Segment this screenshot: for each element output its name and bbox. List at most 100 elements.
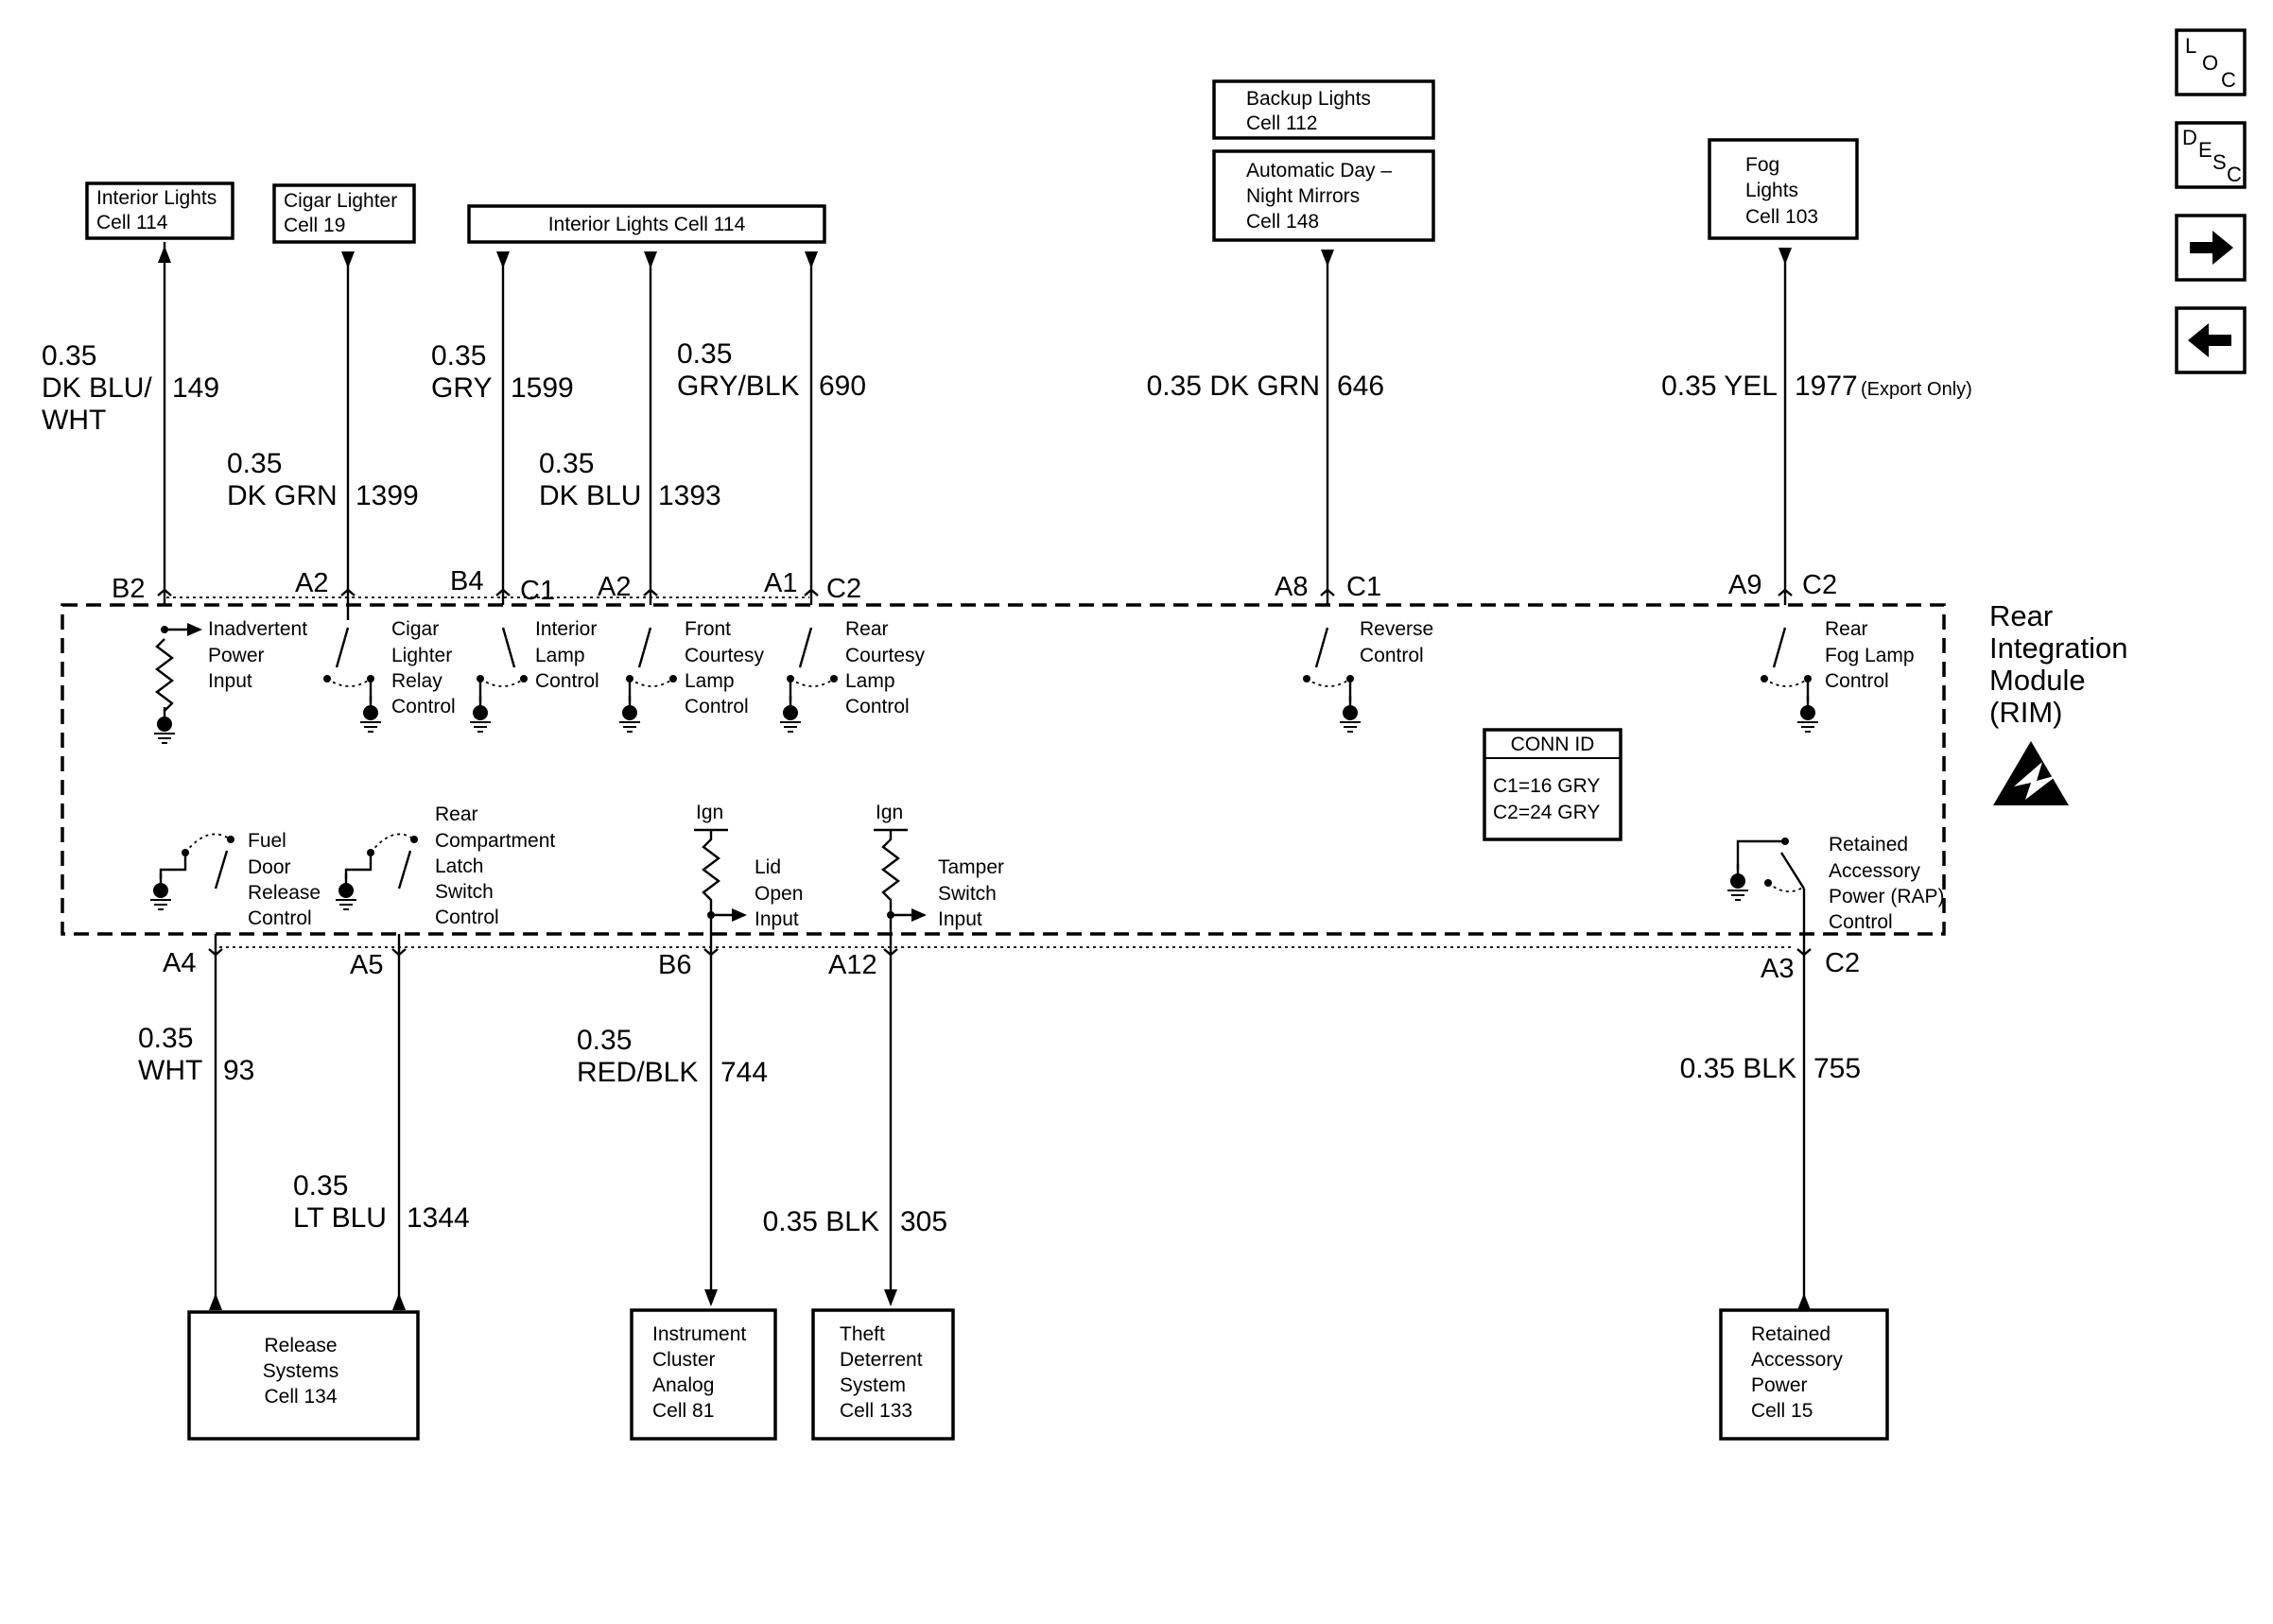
- function-label: Relay: [391, 670, 442, 692]
- pin-label: A2: [295, 568, 328, 598]
- wire-color: DK BLU/: [42, 372, 152, 404]
- conn-id-title: CONN ID: [1511, 734, 1595, 755]
- wire-color: WHT: [138, 1055, 202, 1086]
- box-line: Cigar Lighter: [284, 190, 397, 212]
- function-label: Cigar: [391, 618, 439, 640]
- pin-label: B6: [658, 950, 691, 980]
- wire-color: DK GRN: [227, 480, 338, 511]
- box-interior-lights-1: Interior Lights Cell 114: [85, 181, 234, 240]
- function-label: Release: [248, 882, 321, 904]
- pin-label: A8: [1275, 572, 1308, 602]
- wire-gauge: 0.35: [138, 1023, 193, 1054]
- wire-gauge: 0.35: [539, 448, 594, 479]
- function-label: Courtesy: [845, 645, 926, 666]
- next-button[interactable]: [2175, 214, 2247, 282]
- box-cigar-lighter: Cigar Lighter Cell 19: [272, 183, 416, 244]
- wire-gauge: 0.35: [42, 340, 96, 371]
- circuit-1977: 0.35 YEL 1977 (Export Only) A9 C2 Rear F…: [1661, 248, 1972, 734]
- box-line: Cell 19: [284, 215, 345, 236]
- box-line: Cell 134: [264, 1386, 337, 1408]
- conn-id-line: C1=16 GRY: [1493, 775, 1600, 797]
- connector-label: C2: [1825, 948, 1860, 978]
- circuit-646: 0.35 DK GRN 646 A8 C1 Reverse Control: [1147, 250, 1433, 734]
- wire-gauge: 0.35: [293, 1170, 348, 1201]
- function-label: Interior: [535, 618, 597, 640]
- desc-button[interactable]: D E S C: [2175, 121, 2247, 189]
- function-label: Rear: [845, 618, 889, 640]
- function-label: Door: [248, 856, 291, 878]
- wire-color: LT BLU: [293, 1202, 387, 1234]
- function-label: Fog Lamp: [1825, 645, 1915, 666]
- function-label: Lamp: [685, 670, 735, 692]
- circuit-note: (Export Only): [1861, 379, 1972, 400]
- wire-gauge: 0.35: [431, 340, 486, 371]
- circuit-93: 0.35 WHT 93 A4 Fuel Door Release Control: [138, 830, 321, 1310]
- box-line: Fog: [1745, 154, 1779, 176]
- pin-label: A4: [163, 948, 196, 978]
- box-instrument-cluster: Instrument Cluster Analog Cell 81: [630, 1308, 777, 1441]
- wire-color: RED/BLK: [577, 1057, 698, 1088]
- circuit-149: 0.35 DK BLU/ WHT 149 B2 Inadvertent Powe…: [42, 242, 307, 745]
- box-line: Power: [1751, 1374, 1808, 1396]
- module-name-line: (RIM): [1989, 696, 2062, 729]
- circuit-number: 1393: [658, 480, 721, 511]
- function-label: Open: [755, 883, 803, 905]
- function-label: Input: [208, 670, 252, 692]
- pin-label: B2: [112, 574, 145, 604]
- circuit-number: 1344: [407, 1202, 470, 1234]
- switch-contact: [335, 627, 350, 668]
- connector-label: C2: [1802, 570, 1837, 600]
- arrow-right-icon: [2190, 231, 2233, 265]
- switch-contact: [1779, 852, 1806, 890]
- module-name-line: Rear: [1989, 599, 2053, 632]
- wire-color: WHT: [42, 405, 106, 436]
- module-name-line: Module: [1989, 664, 2086, 697]
- circuit-1393: 0.35 DK BLU 1393 A2 Front Courtesy Lamp …: [539, 251, 765, 734]
- function-label: Inadvertent: [208, 618, 307, 640]
- circuit-number: 1977: [1795, 371, 1858, 402]
- function-label: Rear: [435, 803, 478, 825]
- function-label: Input: [938, 908, 982, 930]
- box-line: Cell 148: [1246, 211, 1319, 233]
- function-label: Control: [435, 907, 499, 928]
- wire-color: 0.35 YEL: [1661, 371, 1778, 402]
- box-line: Deterrent: [840, 1349, 923, 1371]
- conn-id-line: C2=24 GRY: [1493, 802, 1600, 823]
- box-line: Interior Lights: [96, 187, 217, 209]
- box-line: Systems: [263, 1360, 339, 1382]
- function-label: Retained: [1829, 834, 1908, 855]
- desc-glyph: E: [2198, 138, 2212, 162]
- function-label: Accessory: [1829, 860, 1920, 882]
- function-label: Control: [248, 907, 312, 929]
- circuit-number: 1599: [511, 372, 574, 404]
- wire-color: GRY: [431, 372, 492, 404]
- box-line: Cell 15: [1751, 1400, 1813, 1422]
- pin-label: A1: [764, 568, 797, 598]
- box-line: Cell 133: [840, 1400, 912, 1422]
- back-button[interactable]: [2175, 306, 2247, 374]
- switch-contact: [637, 627, 652, 668]
- wire-color: DK BLU: [539, 480, 641, 511]
- wire-color: 0.35 BLK: [1680, 1053, 1796, 1084]
- loc-glyph: C: [2221, 68, 2236, 92]
- circuit-305: 0.35 BLK 305 A12 Ign Tamper Switch Input: [763, 802, 1004, 1306]
- box-theft-deterrent: Theft Deterrent System Cell 133: [811, 1308, 955, 1441]
- function-label: Control: [1360, 645, 1424, 666]
- box-line: Cell 112: [1246, 112, 1318, 134]
- function-label: Latch: [435, 855, 483, 877]
- function-label: Power (RAP): [1829, 886, 1945, 907]
- module-name-line: Integration: [1989, 631, 2128, 665]
- pin-label: A5: [350, 950, 383, 980]
- box-line: Retained: [1751, 1323, 1831, 1345]
- wire-gauge: 0.35: [577, 1025, 632, 1056]
- function-label: Front: [685, 618, 731, 640]
- loc-button[interactable]: L O C: [2175, 28, 2247, 96]
- switch-contact: [1314, 627, 1329, 668]
- circuit-1344: 0.35 LT BLU 1344 A5 Rear Compartment Lat…: [293, 803, 555, 1310]
- function-label: Courtesy: [685, 645, 765, 666]
- connector-label: C2: [826, 574, 861, 604]
- function-label: Tamper: [938, 856, 1004, 878]
- pin-label: A2: [598, 572, 631, 602]
